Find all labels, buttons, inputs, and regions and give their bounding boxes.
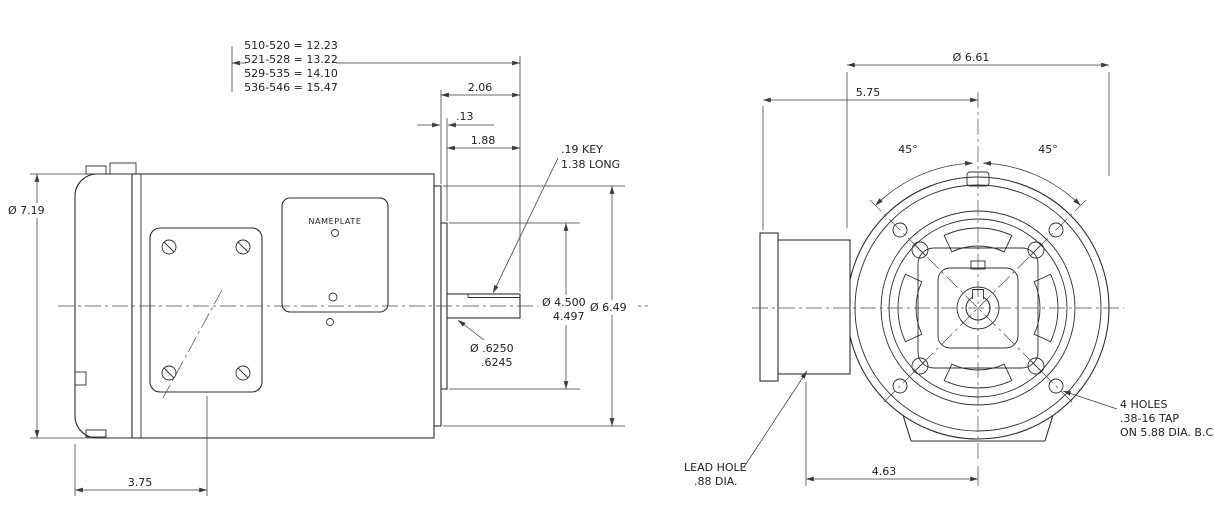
dim-pilot-dia-2: 4.497 [553, 310, 585, 323]
screw-slot [237, 367, 249, 379]
face-recess-right [1033, 273, 1059, 343]
dim-angle-left: 45° [898, 143, 918, 156]
face-recess-top [943, 227, 1013, 253]
rear-drain-plug [74, 371, 87, 386]
tap-hole [892, 378, 908, 394]
top-lug [109, 162, 137, 175]
dim-body-dia: Ø 7.19 [8, 204, 45, 217]
length-table: 510-520 = 12.23 521-528 = 13.22 529-535 … [244, 39, 338, 94]
face-recess-bottom [943, 363, 1013, 389]
length-table-row: 521-528 = 13.22 [244, 53, 338, 66]
conduit-box-cover [759, 232, 779, 382]
tapped-holes [892, 222, 1064, 394]
dim-text-mask [4, 203, 56, 218]
dim-text-mask [584, 300, 638, 315]
holes-note-leader [1062, 390, 1118, 410]
holes-note-line1: 4 HOLES [1120, 398, 1168, 411]
key-note-line1: .19 KEY [561, 143, 603, 156]
angle-arc-right [983, 160, 1081, 206]
end-view-centerlines [752, 92, 1124, 462]
dim-shaft-usable: 1.88 [471, 134, 496, 147]
length-table-row: 529-535 = 14.10 [244, 67, 338, 80]
length-table-row: 536-546 = 15.47 [244, 81, 338, 94]
rear-top-fitting [85, 165, 107, 175]
face-recess-left [897, 273, 923, 343]
key-leader [492, 157, 559, 294]
lead-hole-centerline [162, 289, 223, 399]
key-note-line2: 1.38 LONG [561, 158, 620, 171]
conduit-box [149, 227, 263, 399]
nameplate: NAMEPLATE [281, 197, 389, 326]
screw-slot [163, 241, 175, 253]
dim-text-mask [246, 37, 336, 95]
dim-pilot-thickness: .13 [456, 110, 474, 123]
dim-shaft-extension: 2.06 [468, 81, 493, 94]
tap-hole [892, 222, 908, 238]
dim-angle-right: 45° [1038, 143, 1058, 156]
cover-screw [161, 365, 177, 381]
nameplate-outline [281, 197, 389, 313]
holes-note-line2: .38-16 TAP [1120, 412, 1179, 425]
shaft-dia-leader [457, 319, 485, 341]
rear-bottom-fitting [85, 429, 107, 438]
diagonal-centerline [869, 199, 1075, 405]
through-bolt [911, 241, 929, 259]
side-view-dimensions: 510-520 = 12.23 521-528 = 13.22 529-535 … [4, 37, 638, 496]
nameplate-label: NAMEPLATE [308, 217, 361, 226]
screw-slot [163, 367, 175, 379]
dim-box-to-center: 5.75 [856, 86, 881, 99]
nameplate-hole [331, 229, 339, 237]
end-view: Ø 6.61 5.75 45° 45° 4.63 4 HOLES .38-16 … [684, 51, 1214, 488]
length-table-row: 510-520 = 12.23 [244, 39, 338, 52]
angle-arc-left [875, 160, 973, 206]
through-bolt [1027, 241, 1045, 259]
nameplate-hole [328, 292, 338, 302]
dim-lead-hole-to-center: 4.63 [872, 465, 897, 478]
tap-hole [1048, 222, 1064, 238]
dim-shaft-dia-2: .6245 [481, 356, 513, 369]
lead-hole-leader [743, 370, 808, 468]
tap-hole [1048, 378, 1064, 394]
lead-hole-note-line1: LEAD HOLE [684, 461, 747, 474]
side-view: NAMEPLATE [4, 37, 648, 496]
base-feet [902, 414, 1054, 442]
frame-plug [326, 318, 334, 326]
through-bolt [911, 357, 929, 375]
cover-screw [235, 365, 251, 381]
diagonal-centerline [881, 199, 1087, 405]
conduit-box-body [775, 239, 851, 375]
cover-screw [235, 239, 251, 255]
dim-flange-dia: Ø 6.49 [590, 301, 627, 314]
cover-screws [161, 239, 251, 381]
conduit-box-outline [149, 227, 263, 393]
dim-shaft-dia-1: Ø .6250 [470, 342, 514, 355]
lead-hole-note-line2: .88 DIA. [694, 475, 738, 488]
dim-outer-dia: Ø 6.61 [953, 51, 990, 64]
end-view-conduit-box [759, 232, 851, 382]
dim-rear-to-box: 3.75 [128, 476, 153, 489]
screw-slot [237, 241, 249, 253]
face-recesses [897, 227, 1059, 389]
dim-pilot-dia-1: Ø 4.500 [542, 296, 586, 309]
holes-note-line3: ON 5.88 DIA. B.C. [1120, 426, 1214, 439]
cover-screw [161, 239, 177, 255]
end-view-dimensions: Ø 6.61 5.75 45° 45° 4.63 4 HOLES .38-16 … [684, 51, 1214, 488]
through-bolt [1027, 357, 1045, 375]
extension-lines [762, 72, 1110, 486]
